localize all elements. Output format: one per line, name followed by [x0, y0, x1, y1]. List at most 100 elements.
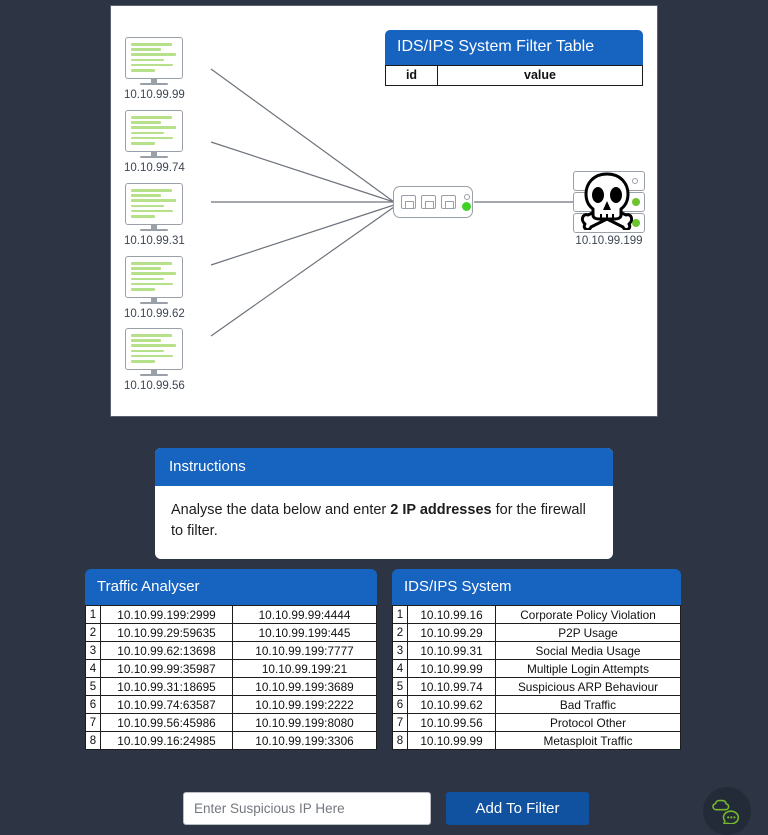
chat-bubbles-icon [712, 799, 740, 824]
traffic-destination: 10.10.99.199:7777 [232, 641, 377, 660]
row-index: 8 [392, 731, 408, 750]
skull-and-crossbones-icon [580, 172, 634, 230]
workstation-node: 10.10.99.99 [124, 37, 185, 101]
traffic-source: 10.10.99.99:35987 [100, 659, 233, 678]
row-index: 6 [392, 695, 408, 714]
traffic-destination: 10.10.99.199:21 [232, 659, 377, 678]
ethernet-port-icon [441, 195, 456, 209]
workstation-node: 10.10.99.62 [124, 256, 185, 320]
ethernet-port-icon [401, 195, 416, 209]
monitor-icon [125, 37, 184, 87]
traffic-destination: 10.10.99.199:2222 [232, 695, 377, 714]
ids-ips-system-title: IDS/IPS System [392, 569, 681, 605]
row-index: 4 [392, 659, 408, 678]
traffic-destination: 10.10.99.99:4444 [232, 605, 377, 624]
traffic-destination: 10.10.99.199:8080 [232, 713, 377, 732]
attacker-server-node: 10.10.99.199 [573, 171, 645, 247]
traffic-source: 10.10.99.62:13698 [100, 641, 233, 660]
alert-ip: 10.10.99.56 [407, 713, 496, 732]
row-index: 2 [392, 623, 408, 642]
row-index: 1 [392, 605, 408, 624]
alert-description: Multiple Login Attempts [495, 659, 681, 678]
workstation-node: 10.10.99.31 [124, 183, 185, 247]
row-index: 8 [85, 731, 101, 750]
alert-ip: 10.10.99.74 [407, 677, 496, 696]
ids-ips-filter-table: IDS/IPS System Filter Table id value [385, 30, 643, 86]
firewall-node [393, 186, 473, 218]
alert-description: P2P Usage [495, 623, 681, 642]
workstation-node: 10.10.99.56 [124, 328, 185, 392]
traffic-source: 10.10.99.16:24985 [100, 731, 233, 750]
alert-ip: 10.10.99.62 [407, 695, 496, 714]
add-to-filter-button[interactable]: Add To Filter [446, 792, 589, 825]
alert-description: Metasploit Traffic [495, 731, 681, 750]
filter-table-title: IDS/IPS System Filter Table [385, 30, 643, 65]
chat-support-button[interactable] [703, 787, 751, 835]
instructions-title: Instructions [155, 448, 613, 486]
attacker-server-label: 10.10.99.199 [575, 235, 643, 247]
filter-table-col-id: id [385, 65, 438, 86]
filter-table-col-value: value [437, 65, 643, 86]
status-leds [462, 193, 471, 211]
alert-description: Corporate Policy Violation [495, 605, 681, 624]
ethernet-port-icon [421, 195, 436, 209]
instructions-card: Instructions Analyse the data below and … [155, 448, 613, 560]
network-diagram-panel: 10.10.99.99 10.10.99.74 10.10.99.31 [110, 5, 658, 417]
row-index: 7 [392, 713, 408, 732]
firewall-switch-icon [393, 186, 473, 218]
alert-ip: 10.10.99.31 [407, 641, 496, 660]
filter-table-grid: id value [385, 65, 643, 86]
led-off-icon [463, 193, 470, 200]
traffic-destination: 10.10.99.199:3306 [232, 731, 377, 750]
alert-ip: 10.10.99.29 [407, 623, 496, 642]
traffic-source: 10.10.99.56:45986 [100, 713, 233, 732]
instructions-text-bold: 2 IP addresses [390, 502, 492, 518]
row-index: 6 [85, 695, 101, 714]
workstation-label: 10.10.99.99 [124, 89, 185, 101]
traffic-analyser-title: Traffic Analyser [85, 569, 377, 605]
monitor-icon [125, 256, 184, 306]
led-on-icon [462, 201, 471, 211]
alert-ip: 10.10.99.99 [407, 659, 496, 678]
row-index: 2 [85, 623, 101, 642]
alert-description: Protocol Other [495, 713, 681, 732]
row-index: 7 [85, 713, 101, 732]
suspicious-ip-input[interactable] [183, 792, 431, 825]
workstation-label: 10.10.99.56 [124, 380, 185, 392]
monitor-icon [125, 328, 184, 378]
row-index: 3 [392, 641, 408, 660]
row-index: 5 [85, 677, 101, 696]
row-index: 1 [85, 605, 101, 624]
monitor-icon [125, 183, 184, 233]
traffic-source: 10.10.99.31:18695 [100, 677, 233, 696]
instructions-text-after: for the firewall to filter. [171, 502, 586, 539]
alert-ip: 10.10.99.99 [407, 731, 496, 750]
traffic-source: 10.10.99.29:59635 [100, 623, 233, 642]
filter-table-header-row: id value [385, 65, 643, 86]
server-icon [573, 171, 645, 233]
monitor-icon [125, 110, 184, 160]
traffic-source: 10.10.99.199:2999 [100, 605, 233, 624]
traffic-destination: 10.10.99.199:3689 [232, 677, 377, 696]
alert-description: Social Media Usage [495, 641, 681, 660]
instructions-text-before: Analyse the data below and enter [171, 502, 391, 518]
workstation-label: 10.10.99.74 [124, 162, 185, 174]
